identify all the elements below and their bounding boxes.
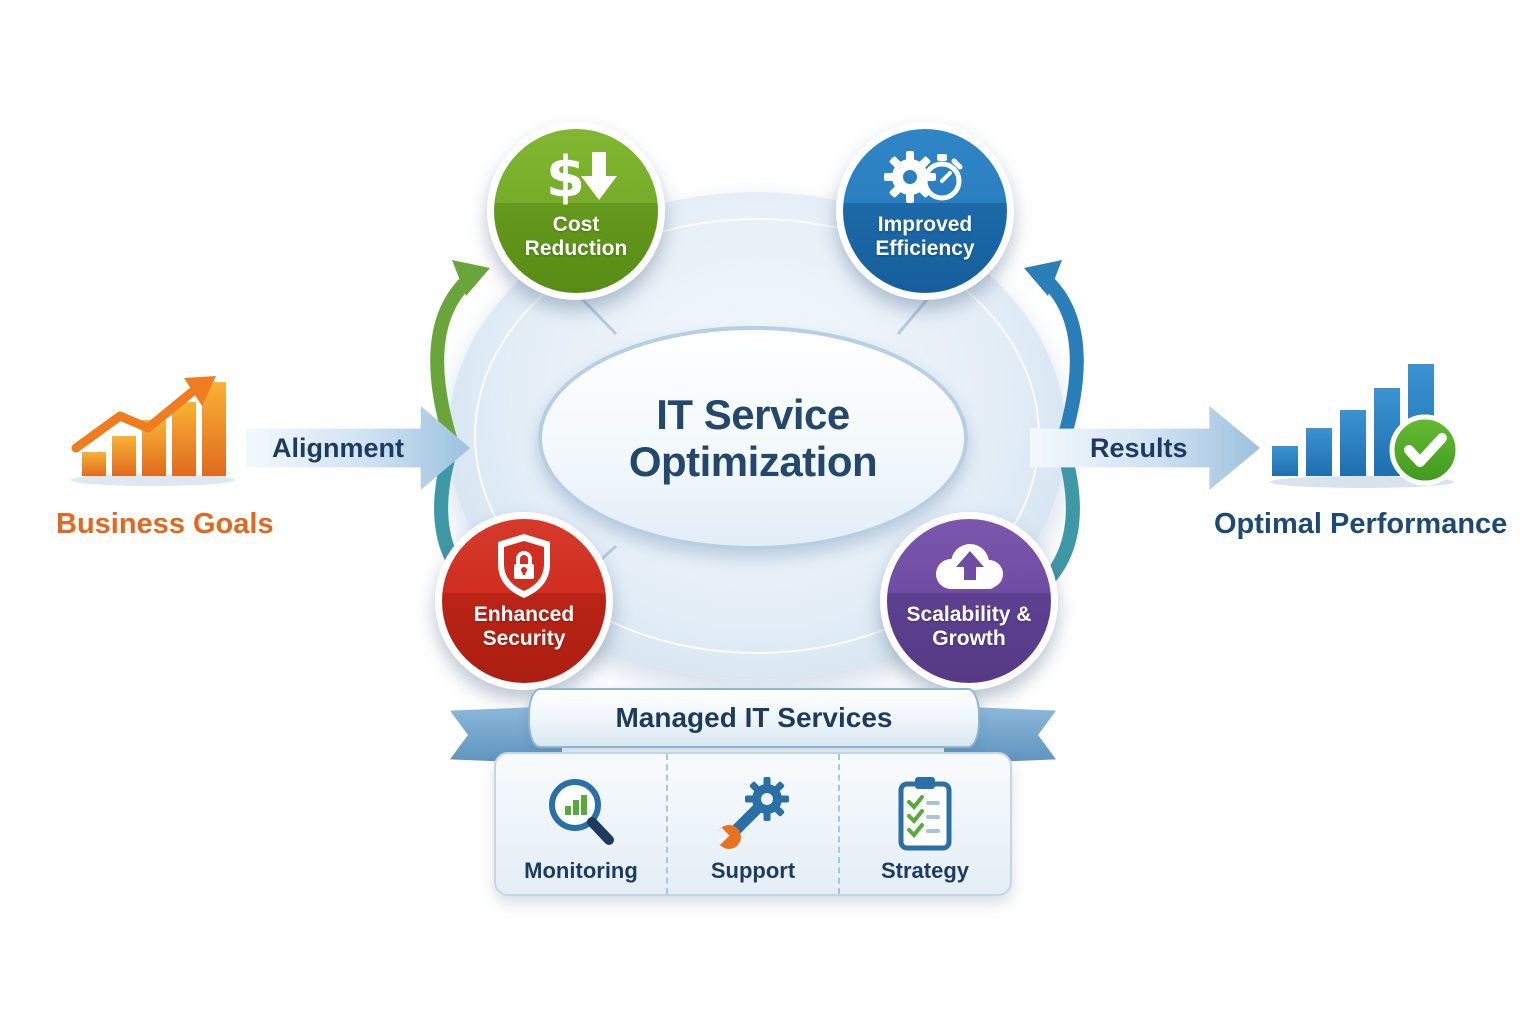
dollar-down-icon: $ (532, 143, 620, 209)
service-label: Monitoring (524, 858, 638, 883)
results-arrow-label: Results (1090, 432, 1188, 463)
cloud-up-arrow-icon (925, 533, 1013, 599)
badge-label: Scalability & Growth (906, 603, 1032, 650)
magnifier-chart-icon (541, 770, 621, 856)
service-label: Strategy (880, 858, 970, 883)
business-goals-label: Business Goals (56, 508, 274, 540)
service-label: Support (710, 858, 796, 883)
badge-improved-efficiency: Improved Efficiency (836, 122, 1014, 300)
badge-label: Improved Efficiency (875, 213, 975, 260)
service-support: Support (666, 754, 838, 894)
clipboard-checklist-icon (894, 770, 956, 856)
badge-label: Enhanced Security (473, 603, 575, 650)
banner-label: Managed IT Services (615, 702, 893, 733)
badge-scalability-growth: Scalability & Growth (880, 512, 1058, 690)
services-panel: Monitoring (494, 752, 1012, 896)
managed-services-banner: Managed IT Services (528, 688, 980, 748)
bar-chart-check-icon (1262, 356, 1467, 499)
gear-stopwatch-icon (880, 143, 970, 209)
wrench-gear-icon (711, 770, 795, 856)
alignment-arrow-label: Alignment (272, 432, 404, 463)
badge-cost-reduction: $ Cost Reduction (487, 122, 665, 300)
optimal-performance-label: Optimal Performance (1214, 508, 1508, 540)
blue-arc-arrow (1041, 275, 1084, 445)
green-arc-arrow (430, 275, 473, 445)
shield-lock-icon (493, 533, 555, 599)
service-strategy: Strategy (838, 754, 1010, 894)
badge-enhanced-security: Enhanced Security (435, 512, 613, 690)
svg-text:$: $ (546, 145, 585, 208)
rising-bar-chart-icon (68, 368, 243, 493)
badge-label: Cost Reduction (524, 213, 628, 260)
center-ellipse: IT Service Optimization (538, 326, 968, 550)
service-monitoring: Monitoring (496, 754, 666, 894)
page-title: IT Service Optimization (628, 390, 878, 485)
